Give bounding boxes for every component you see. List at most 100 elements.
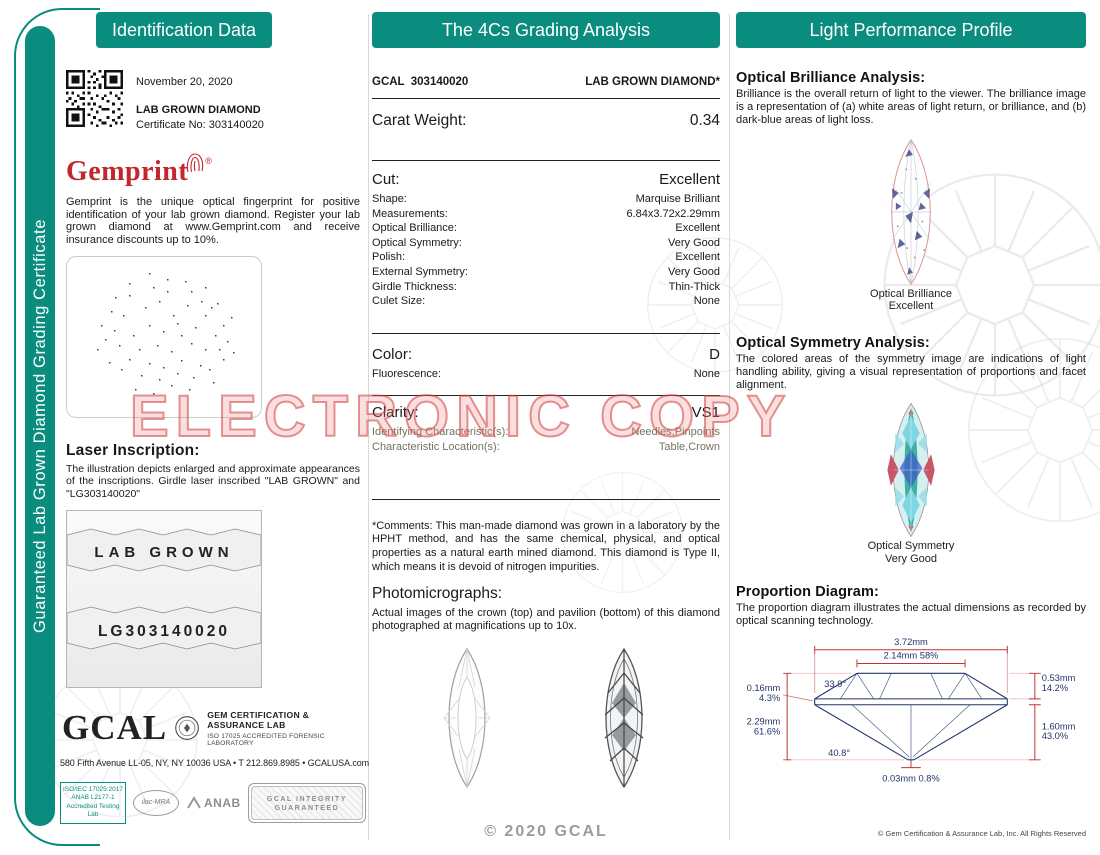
clarity-value: VS1 — [691, 404, 720, 422]
grading-header: The 4Cs Grading Analysis — [372, 12, 720, 48]
svg-text:2.14mm 58%: 2.14mm 58% — [884, 651, 939, 661]
integrity-stamp: GCAL INTEGRITY GUARANTEED — [247, 782, 366, 823]
accreditation-line-1: ISO/IEC 17025:2017 — [63, 786, 123, 794]
qr-code — [66, 70, 123, 127]
svg-text:0.53mm: 0.53mm — [1042, 673, 1076, 683]
cut-value: Excellent — [659, 171, 720, 188]
cut-detail-rows: Shape: Marquise Brilliant Measurements: 6.… — [372, 192, 720, 309]
laser-inscription-image: LAB GROWN LG303140020 — [66, 510, 262, 689]
photomicrographs-description: Actual images of the crown (top) and pav… — [372, 606, 720, 632]
report-product: LAB GROWN DIAMOND* — [585, 76, 720, 88]
gcal-taglines: GEM CERTIFICATION & ASSURANCE LAB ISO 17… — [207, 708, 366, 747]
grading-row-value: 6.84x3.72x2.29mm — [626, 207, 720, 220]
anab-label: ANAB — [204, 795, 241, 810]
color-value: D — [709, 345, 720, 363]
lab-address: 580 Fifth Avenue LL-05, NY, NY 10036 USA… — [60, 758, 370, 769]
photomicrographs-title: Photomicrographs: — [372, 584, 503, 602]
svg-text:33.9°: 33.9° — [824, 679, 846, 689]
optical-brilliance-image — [890, 138, 932, 285]
laser-inscription-description: The illustration depicts enlarged and ap… — [66, 462, 360, 500]
gcal-wordmark: GCAL — [62, 708, 168, 748]
color-section: Color: D Fluorescence:None — [372, 334, 720, 397]
grading-row-value: Very Good — [668, 236, 720, 249]
anab-mark-icon — [187, 795, 201, 809]
optical-symmetry-image — [887, 403, 935, 538]
carat-label: Carat Weight: — [372, 112, 467, 129]
grading-row-label: Shape: — [372, 193, 407, 205]
identification-column: Identification Data November 20, 2020 LA… — [60, 0, 370, 824]
certificate-number: Certificate No: 303140020 — [136, 118, 264, 131]
identification-header: Identification Data — [96, 12, 272, 48]
symmetry-caption: Optical Symmetry — [867, 540, 955, 553]
pavilion-photomicrograph — [604, 648, 644, 789]
svg-text:2.29mm: 2.29mm — [747, 716, 781, 726]
identification-top-row: November 20, 2020 LAB GROWN DIAMOND Cert… — [60, 70, 366, 132]
copyright-center: © 2020 GCAL — [484, 823, 608, 840]
grading-row: Characteristic Location(s):Table,Crown — [372, 440, 720, 455]
grading-row-value: None — [693, 367, 720, 380]
grading-row-label: External Symmetry: — [372, 265, 468, 278]
grading-row-value: Thin-Thick — [668, 280, 720, 293]
grading-row: Girdle Thickness:Thin-Thick — [372, 280, 720, 295]
proportion-description: The proportion diagram illustrates the a… — [736, 601, 1086, 627]
brilliance-title: Optical Brilliance Analysis: — [736, 70, 926, 86]
symmetry-description: The colored areas of the symmetry image … — [736, 352, 1086, 392]
gemprint-brand: Gemprint — [66, 155, 189, 187]
fingerprint-icon — [187, 153, 204, 173]
carat-section: Carat Weight: 0.34 — [372, 99, 720, 161]
gemprint-scan-image — [66, 255, 262, 418]
grading-row: Identifying Characteristic(s):Needles,Pi… — [372, 425, 720, 440]
photomicrograph-images — [372, 643, 720, 793]
gemprint-logo: Gemprint ® — [60, 153, 366, 192]
light-performance-column: Light Performance Profile Optical Brilli… — [736, 0, 1086, 806]
proportion-title: Proportion Diagram: — [736, 583, 879, 600]
grading-row: Measurements: 6.84x3.72x2.29mm — [372, 207, 720, 222]
grading-row: Optical Brilliance: Excellent — [372, 221, 720, 236]
product-name: LAB GROWN DIAMOND — [136, 104, 261, 117]
comments-paragraph: *Comments: This man-made diamond was gro… — [372, 519, 720, 573]
svg-text:43.0%: 43.0% — [1042, 731, 1068, 741]
clarity-section: Clarity: VS1 Identifying Characteristic(… — [372, 396, 720, 500]
grading-row-value: None — [693, 295, 720, 308]
cut-section: Cut: Excellent Shape:Marquise Brilliant … — [372, 161, 720, 334]
grading-row: Culet Size: None — [372, 294, 720, 309]
grading-row-value: Needles,Pinpoints — [631, 426, 720, 439]
grading-row-value: Marquise Brilliant — [635, 193, 720, 205]
registered-mark: ® — [205, 155, 212, 166]
grading-row: Polish:Excellent — [372, 250, 720, 265]
svg-text:40.8°: 40.8° — [828, 748, 850, 758]
grading-column: The 4Cs Grading Analysis GCAL 303140020 … — [372, 0, 720, 793]
svg-text:LAB GROWN: LAB GROWN — [94, 544, 233, 561]
clarity-label: Clarity: — [372, 404, 419, 422]
crown-photomicrograph — [443, 648, 491, 789]
gcal-tagline-1: GEM CERTIFICATION & ASSURANCE LAB — [207, 710, 310, 731]
grading-row-label: Culet Size: — [372, 295, 426, 308]
column-divider-2 — [729, 14, 730, 840]
grading-row-value: Excellent — [675, 222, 720, 235]
svg-text:14.2%: 14.2% — [1042, 683, 1068, 693]
symmetry-grade: Very Good — [885, 553, 937, 566]
grading-row: Optical Symmetry: Very Good — [372, 236, 720, 251]
ilac-mra-logo: ilac-MRA — [133, 789, 179, 816]
anab-logo: ANAB — [186, 796, 241, 810]
grading-row-label: Optical Symmetry: — [372, 236, 462, 249]
svg-text:61.6%: 61.6% — [754, 726, 780, 736]
brilliance-grade: Excellent — [888, 300, 934, 313]
certificate-border — [14, 8, 100, 846]
svg-text:3.72mm: 3.72mm — [894, 637, 928, 647]
copyright-right: © Gem Certification & Assurance Lab, Inc… — [877, 829, 1086, 838]
certificate-side-banner: Guaranteed Lab Grown Diamond Grading Cer… — [25, 26, 55, 826]
grading-row-label: Characteristic Location(s): — [372, 440, 500, 453]
report-number: GCAL 303140020 — [372, 76, 469, 88]
integrity-stamp-text: GCAL INTEGRITY GUARANTEED — [250, 785, 363, 820]
grading-row-label: Optical Brilliance: — [372, 222, 457, 235]
grading-row-label: Measurements: — [372, 207, 448, 220]
identification-meta: November 20, 2020 LAB GROWN DIAMOND Cert… — [136, 70, 264, 132]
grading-row: Fluorescence: None — [372, 367, 720, 382]
accreditation-row: ISO/IEC 17025:2017 ANAB L2177-1 Accredit… — [60, 782, 366, 824]
grading-row-label: Fluorescence: — [372, 367, 442, 380]
grading-row-value: Excellent — [675, 251, 720, 264]
svg-text:0.16mm: 0.16mm — [747, 683, 781, 693]
accreditation-line-3: Accredited Testing Lab — [66, 802, 120, 819]
